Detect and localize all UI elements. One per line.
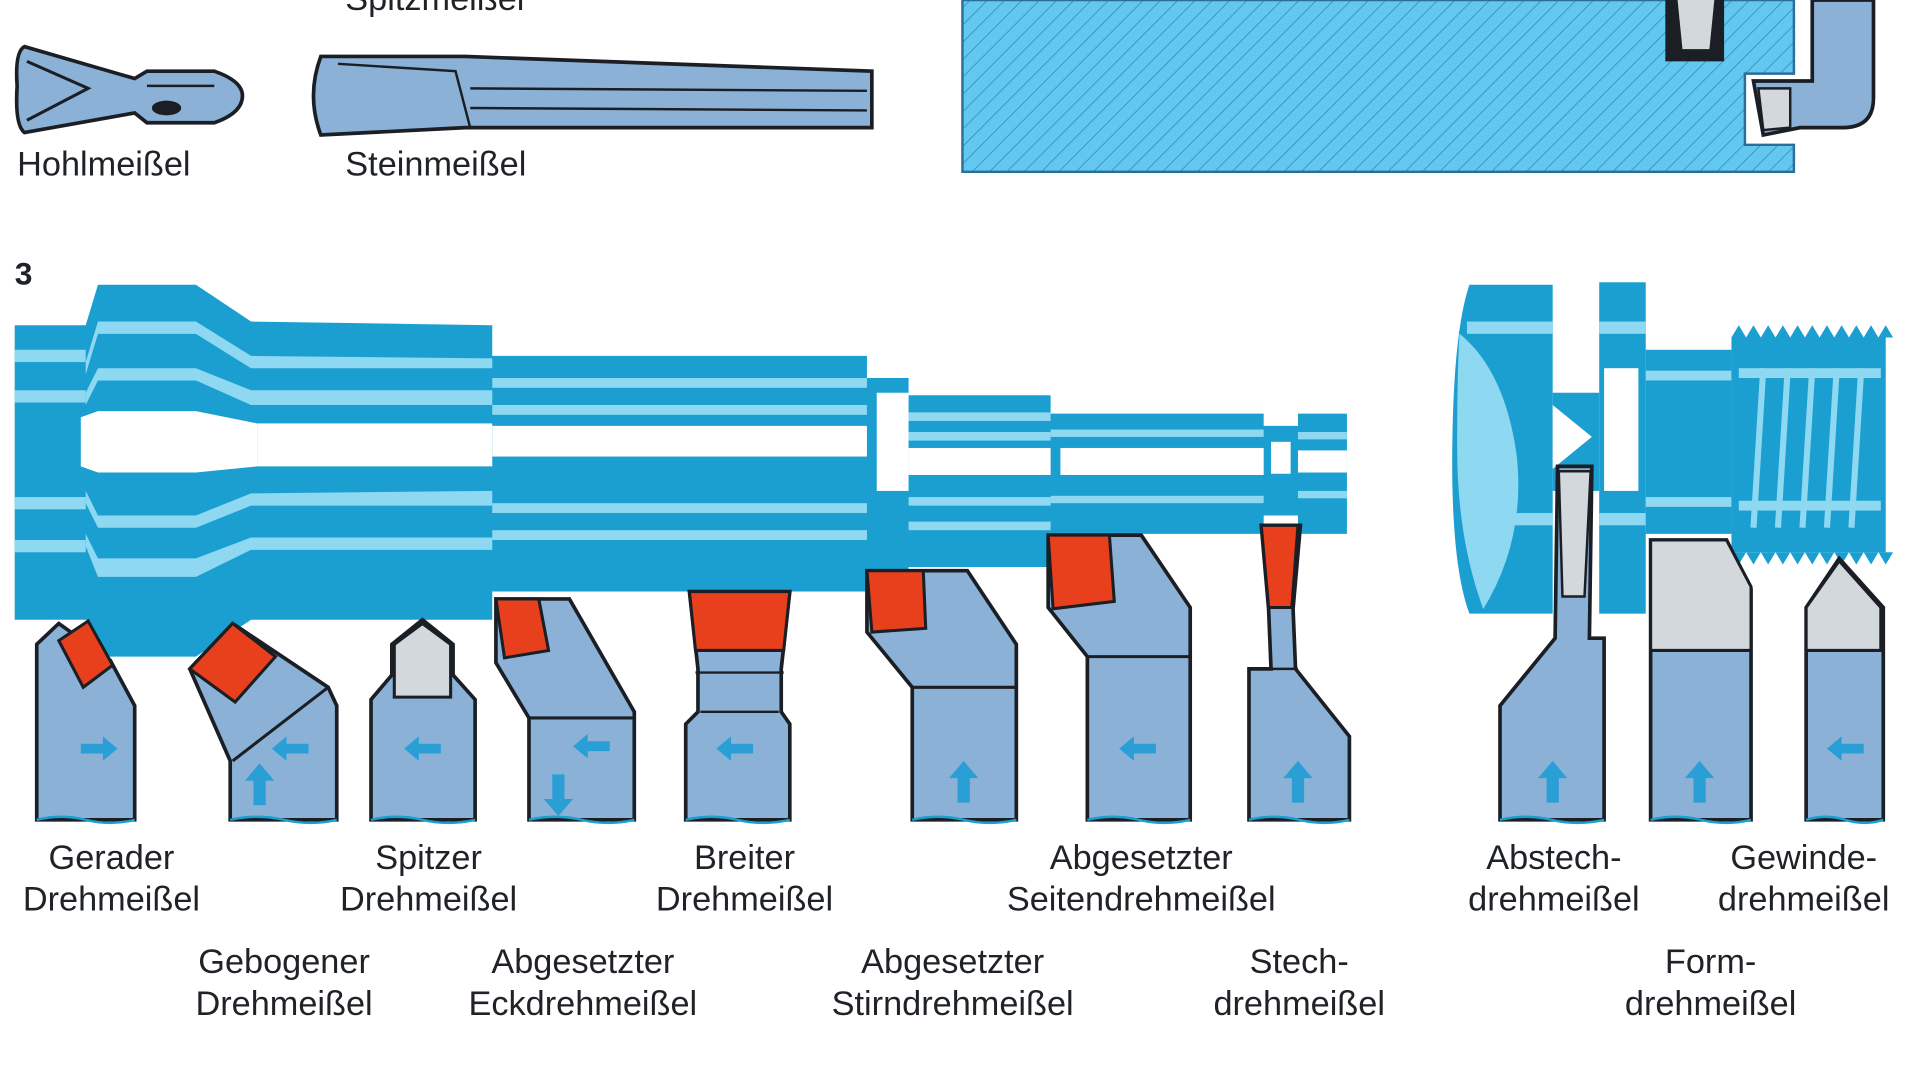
label-spitzer-line1: Spitzer bbox=[375, 838, 482, 877]
label-eckdreh-line1: Abgesetzter bbox=[491, 942, 675, 981]
label-stechdreh: Stech- drehmeißel bbox=[1188, 941, 1411, 1024]
label-spitzer-line2: Drehmeißel bbox=[339, 879, 518, 919]
hohlmeissel-label: Hohlmeißel bbox=[17, 144, 191, 183]
tool-stirndreh bbox=[865, 568, 1019, 822]
label-gewindedreh-line2: drehmeißel bbox=[1717, 879, 1890, 919]
label-breiter-line2: Drehmeißel bbox=[655, 879, 834, 919]
steinmeissel-label: Steinmeißel bbox=[345, 144, 527, 183]
label-gerader: Gerader Drehmeißel bbox=[0, 837, 223, 920]
label-breiter: Breiter Drehmeißel bbox=[632, 837, 857, 920]
figure-number: 3 bbox=[14, 255, 33, 293]
tool-gewindedreh bbox=[1804, 555, 1886, 822]
label-eckdreh: Abgesetzter Eckdrehmeißel bbox=[438, 941, 727, 1024]
hohlmeissel-chisel bbox=[14, 44, 245, 135]
label-formdreh: Form- drehmeißel bbox=[1599, 941, 1822, 1024]
label-formdreh-line2: drehmeißel bbox=[1624, 984, 1797, 1023]
label-gebogener-line2: Drehmeißel bbox=[195, 984, 373, 1023]
label-seitendreh-line2: Seitendrehmeißel bbox=[1006, 879, 1276, 919]
tool-breiter bbox=[683, 589, 792, 822]
label-formdreh-line1: Form- bbox=[1664, 942, 1757, 981]
hatched-workpiece bbox=[961, 0, 1876, 174]
label-gebogener: Gebogener Drehmeißel bbox=[171, 941, 396, 1024]
label-eckdreh-line2: Eckdrehmeißel bbox=[468, 984, 698, 1023]
label-stirndreh: Abgesetzter Stirndrehmeißel bbox=[798, 941, 1107, 1024]
label-stirndreh-line1: Abgesetzter bbox=[861, 942, 1045, 981]
tool-abstechdreh bbox=[1498, 464, 1606, 822]
label-seitendreh-line1: Abgesetzter bbox=[1049, 838, 1233, 877]
label-stechdreh-line2: drehmeißel bbox=[1213, 984, 1385, 1023]
label-gewindedreh-line1: Gewinde- bbox=[1730, 838, 1878, 877]
label-gerader-line2: Drehmeißel bbox=[22, 879, 201, 919]
tool-seitendreh bbox=[1046, 533, 1193, 822]
cut-lines bbox=[36, 815, 1884, 825]
label-abstechdreh-line2: drehmeißel bbox=[1468, 879, 1640, 919]
stepped-shaft bbox=[14, 284, 1347, 657]
steinmeissel-chisel bbox=[311, 54, 874, 137]
tool-spitzer bbox=[369, 617, 477, 822]
tool-formdreh bbox=[1648, 538, 1753, 822]
label-stechdreh-line1: Stech- bbox=[1249, 942, 1349, 981]
right-workpiece bbox=[1452, 282, 1894, 614]
label-breiter-line1: Breiter bbox=[694, 838, 795, 877]
label-gewindedreh: Gewinde- drehmeißel bbox=[1692, 837, 1915, 920]
spitzmeissel-label: Spitzmeißel bbox=[345, 0, 524, 20]
label-abstechdreh: Abstech- drehmeißel bbox=[1442, 837, 1665, 920]
label-seitendreh: Abgesetzter Seitendrehmeißel bbox=[975, 837, 1308, 920]
label-gebogener-line1: Gebogener bbox=[198, 942, 370, 981]
label-gerader-line1: Gerader bbox=[48, 838, 175, 877]
tool-stechdreh bbox=[1247, 523, 1352, 822]
label-stirndreh-line2: Stirndrehmeißel bbox=[831, 984, 1074, 1023]
label-spitzer: Spitzer Drehmeißel bbox=[316, 837, 541, 920]
tool-gebogener bbox=[187, 621, 339, 822]
tool-eckdreh bbox=[494, 597, 637, 822]
label-abstechdreh-line1: Abstech- bbox=[1486, 838, 1622, 877]
